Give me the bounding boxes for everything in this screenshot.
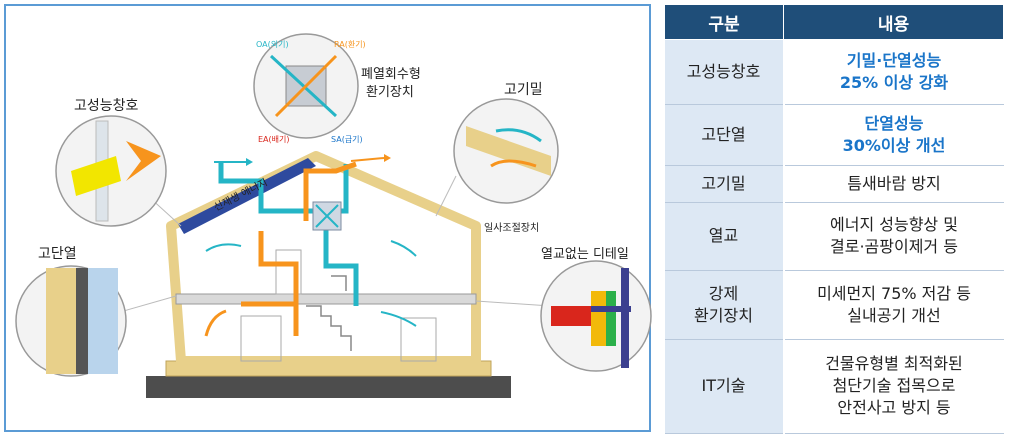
- content-line: 결로·곰팡이제거 등: [830, 237, 958, 257]
- stairs: [306, 275, 352, 351]
- label-shading: 일사조절장치: [484, 221, 539, 234]
- content-line: 안전사고 방지 등: [837, 398, 951, 418]
- header-category: 구분: [664, 4, 784, 40]
- label-ventilation-2: 환기장치: [366, 85, 414, 100]
- category-line: 강제: [708, 283, 739, 303]
- label-insulation: 고단열: [38, 246, 77, 262]
- row-content: 단열성능 30%이상 개선: [783, 104, 1004, 166]
- row-category: 강제 환기장치: [664, 270, 785, 340]
- house-diagram: 고성능창호 폐열회수형 환기장치 고기밀 고단열 열교없는 디테일 일사조절장치…: [4, 4, 652, 432]
- header-content: 내용: [783, 4, 1004, 40]
- content-line: 30%이상 개선: [842, 135, 946, 155]
- row-category: IT기술: [664, 339, 785, 435]
- row-category: 고단열: [664, 104, 785, 166]
- content-line: 에너지 성능향상 및: [830, 215, 958, 235]
- label-airtight: 고기밀: [504, 82, 543, 98]
- door-lower: [240, 315, 282, 362]
- table-row: 고성능창호 기밀·단열성능 25% 이상 강화: [664, 39, 1004, 105]
- house-illustration: 고성능창호 폐열회수형 환기장치 고기밀 고단열 열교없는 디테일 일사조절장치…: [15, 33, 652, 398]
- row-content: 미세먼지 75% 저감 등 실내공기 개선: [783, 270, 1004, 340]
- content-line: 건물유형별 최적화된: [825, 354, 963, 374]
- row-category: 고성능창호: [664, 39, 785, 105]
- exhaust-duct: [241, 161, 357, 336]
- door-right: [400, 317, 437, 362]
- label-oa: OA(외기): [256, 39, 289, 49]
- label-window: 고성능창호: [74, 98, 139, 114]
- callout-thermal-bridge-circle: [475, 260, 652, 372]
- info-table: 구분 내용 고성능창호 기밀·단열성능 25% 이상 강화 고단열 단열성능 3…: [664, 4, 1004, 435]
- label-thermal-bridge: 열교없는 디테일: [541, 247, 629, 262]
- floor-slab: [175, 293, 477, 305]
- solar-panel: [178, 158, 316, 234]
- callout-airtight-circle: [435, 98, 559, 217]
- table-header-row: 구분 내용: [664, 4, 1004, 40]
- fresh-air-duct: [218, 161, 359, 306]
- label-ea: EA(배기): [258, 135, 290, 144]
- callout-window-circle: [55, 115, 182, 227]
- ground-slab: [146, 376, 511, 398]
- content-line: 기밀·단열성능: [846, 50, 942, 70]
- content-line: 틈새바람 방지: [847, 174, 941, 194]
- callout-ventilation-circle: [253, 33, 359, 139]
- door-upper: [275, 249, 302, 295]
- row-content: 건물유형별 최적화된 첨단기술 접목으로 안전사고 방지 등: [783, 339, 1004, 435]
- row-content: 에너지 성능향상 및 결로·곰팡이제거 등: [783, 202, 1004, 271]
- row-content: 기밀·단열성능 25% 이상 강화: [783, 39, 1004, 105]
- row-category: 열교: [664, 202, 785, 271]
- content-line: 25% 이상 강화: [839, 72, 949, 92]
- table-row: IT기술 건물유형별 최적화된 첨단기술 접목으로 안전사고 방지 등: [664, 339, 1004, 435]
- table-row: 고기밀 틈새바람 방지: [664, 165, 1004, 204]
- content-line: 미세먼지 75% 저감 등: [817, 283, 971, 303]
- category-line: 환기장치: [694, 305, 753, 325]
- content-line: 첨단기술 접목으로: [832, 376, 956, 396]
- row-category: 고기밀: [664, 165, 785, 204]
- table-row: 고단열 단열성능 30%이상 개선: [664, 104, 1004, 166]
- table-row: 열교 에너지 성능향상 및 결로·곰팡이제거 등: [664, 202, 1004, 271]
- label-ra: RA(환기): [334, 39, 366, 49]
- row-content: 틈새바람 방지: [783, 165, 1004, 204]
- content-line: 단열성능: [864, 113, 924, 133]
- content-line: 실내공기 개선: [847, 305, 941, 325]
- label-sa: SA(급기): [331, 135, 363, 144]
- label-ventilation-1: 폐열회수형: [361, 67, 421, 82]
- callout-insulation-circle: [15, 265, 177, 377]
- table-row: 강제 환기장치 미세먼지 75% 저감 등 실내공기 개선: [664, 270, 1004, 340]
